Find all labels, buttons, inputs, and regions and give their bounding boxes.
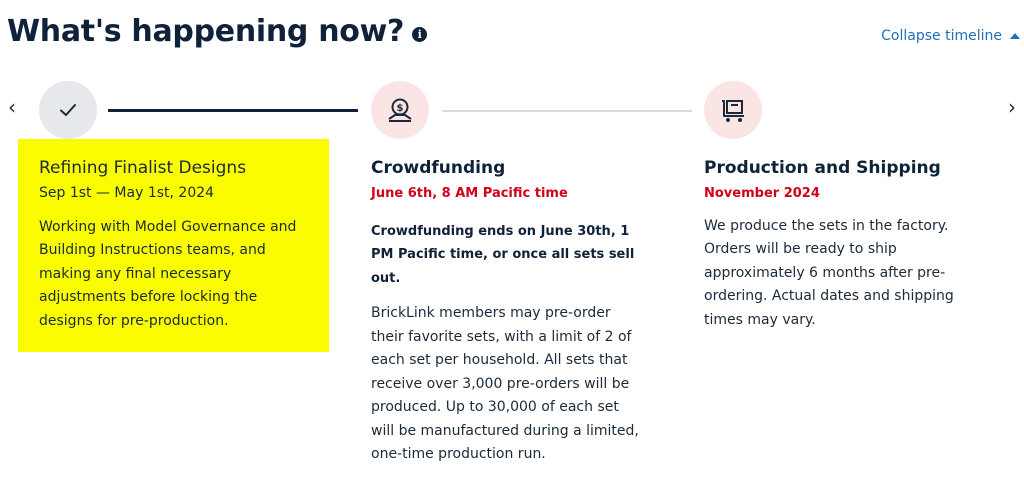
step-3-title: Production and Shipping — [704, 158, 941, 178]
step-3-date: November 2024 — [704, 186, 820, 201]
page-title-text: What's happening now? — [7, 14, 405, 49]
collapse-timeline-button[interactable]: Collapse timeline — [881, 28, 1020, 44]
step-1-node — [39, 81, 97, 139]
timeline-progress-line — [108, 109, 358, 112]
step-1-title: Refining Finalist Designs — [39, 158, 247, 178]
collapse-timeline-label: Collapse timeline — [881, 28, 1002, 44]
step-2-highlight: Crowdfunding ends on June 30th, 1 PM Pac… — [371, 223, 635, 286]
step-2-title: Crowdfunding — [371, 158, 506, 178]
step-1-description: Working with Model Governance and Buildi… — [39, 218, 297, 329]
step-card-crowdfunding: Crowdfunding June 6th, 8 AM Pacific time… — [371, 156, 641, 467]
step-2-node: $ — [371, 81, 429, 139]
timeline-pending-line — [442, 110, 692, 112]
step-card-production: Production and Shipping November 2024 We… — [704, 156, 974, 332]
caret-up-icon — [1010, 33, 1020, 39]
prev-arrow-icon[interactable]: ‹ — [8, 95, 16, 119]
step-card-refining: Refining Finalist Designs Sep 1st — May … — [18, 139, 329, 352]
money-hand-icon: $ — [388, 98, 412, 122]
step-1-date: Sep 1st — May 1st, 2024 — [39, 185, 215, 201]
svg-text:$: $ — [397, 103, 404, 114]
next-arrow-icon[interactable]: › — [1008, 95, 1016, 119]
step-3-description: We produce the sets in the factory. Orde… — [704, 217, 954, 328]
page-title: What's happening now? i — [7, 14, 428, 49]
step-2-description: BrickLink members may pre-order their fa… — [371, 305, 639, 462]
info-icon[interactable]: i — [412, 27, 428, 42]
cart-icon — [722, 100, 744, 122]
step-3-node — [704, 81, 762, 139]
check-icon — [60, 104, 76, 116]
step-2-date: June 6th, 8 AM Pacific time — [371, 186, 568, 201]
